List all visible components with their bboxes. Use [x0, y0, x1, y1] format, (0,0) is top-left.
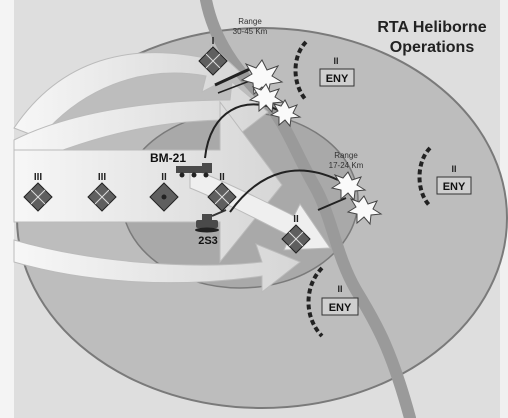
enemy-unit: II ENY	[417, 146, 472, 208]
artillery-trajectory	[229, 169, 339, 213]
rocket-launcher-truck-icon	[176, 163, 212, 178]
enemy-unit: II ENY	[293, 40, 355, 102]
howitzer-tank-icon	[195, 209, 227, 233]
obstacle-line	[317, 197, 347, 211]
outer-range-value: 30-45 Km	[233, 27, 268, 36]
diagram-title: Operations	[390, 39, 475, 56]
axis-arrow-lower	[13, 239, 301, 294]
axis-arrow-north	[13, 42, 241, 139]
explosion-icon	[269, 99, 302, 128]
diagram-title: RTA Heliborne	[377, 19, 486, 36]
enemy-label: ENY	[329, 302, 352, 314]
unit-echelon: III	[98, 172, 107, 183]
explosion-icon	[330, 171, 367, 202]
bm21-label: BM-21	[150, 151, 186, 165]
friendly-unit: III	[87, 172, 117, 212]
outer-range-label: Range	[238, 17, 262, 26]
enemy-label-box	[436, 176, 472, 195]
enemy-unit: II ENY	[306, 266, 359, 338]
explosion-icon	[346, 195, 383, 226]
enemy-label: ENY	[326, 73, 349, 85]
unit-echelon: II	[333, 56, 338, 66]
enemy-label-box	[321, 297, 359, 316]
friendly-unit: II	[207, 172, 237, 212]
enemy-label: ENY	[443, 181, 466, 193]
explosion-icon	[240, 59, 284, 97]
obstacle-line	[214, 66, 253, 87]
friendly-unit: II	[281, 214, 311, 254]
unit-echelon: II	[161, 172, 167, 183]
inner-range-label: Range	[334, 151, 358, 160]
enemy-label-box	[319, 68, 355, 87]
unit-echelon: III	[34, 172, 43, 183]
2s3-label: 2S3	[198, 235, 218, 247]
unit-echelon: II	[219, 172, 225, 183]
unit-echelon: II	[337, 284, 342, 294]
friendly-unit: I	[198, 36, 228, 76]
unit-echelon: II	[293, 214, 299, 225]
explosion-icon	[248, 83, 285, 114]
unit-echelon: II	[451, 164, 456, 174]
friendly-unit: III	[23, 172, 53, 212]
unit-echelon: I	[212, 36, 215, 47]
inner-range-value: 17-24 Km	[329, 161, 364, 170]
friendly-unit: II	[149, 172, 179, 212]
left-margin	[0, 0, 14, 418]
